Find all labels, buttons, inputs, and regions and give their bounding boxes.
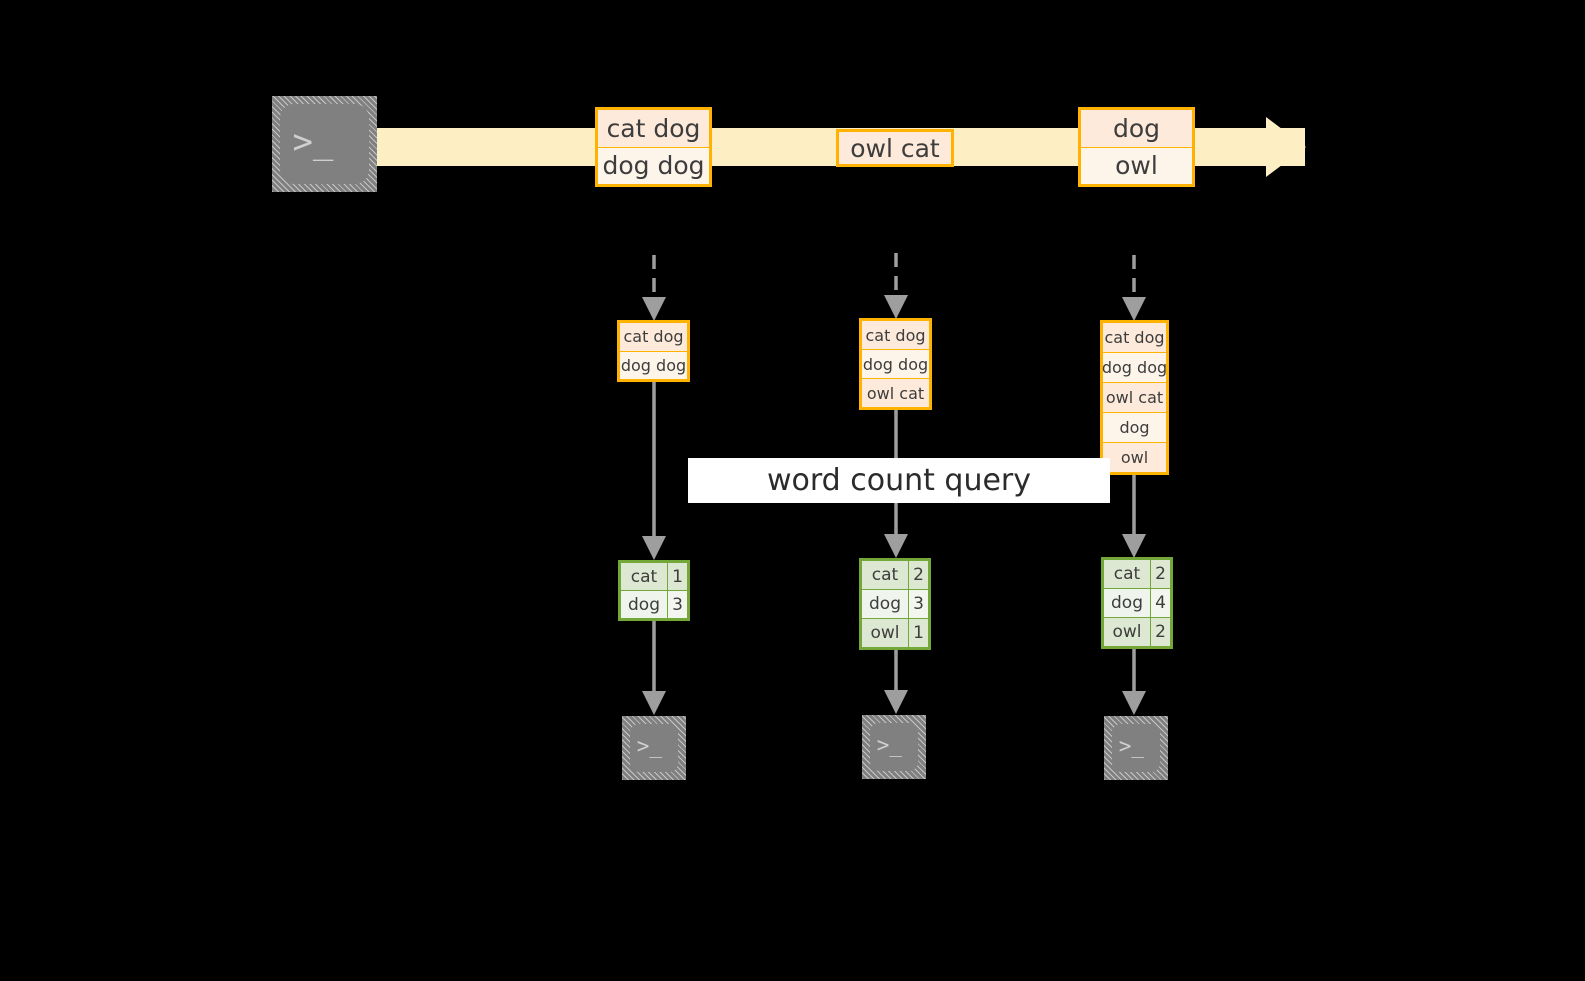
terminal-prompt-glyph: >_	[636, 733, 663, 758]
snapshot-3-count-table[interactable]: cat 2 dog 4 owl 2	[1101, 557, 1173, 649]
stream-record-line: owl cat	[839, 132, 951, 164]
count-row: cat 1	[621, 563, 687, 590]
count-value: 2	[1150, 618, 1170, 646]
count-word: dog	[862, 590, 908, 618]
snapshot-input-line: owl	[1103, 442, 1166, 472]
snapshot-2-count-table[interactable]: cat 2 dog 3 owl 1	[859, 558, 931, 650]
count-value: 2	[908, 561, 928, 589]
query-label-text: word count query	[766, 463, 1032, 498]
terminal-prompt-glyph: >_	[876, 732, 903, 757]
snapshot-input-line: cat dog	[1103, 323, 1166, 352]
query-label: word count query	[688, 458, 1110, 503]
snapshot-input-line: dog dog	[620, 350, 687, 379]
snapshot-input-line: dog	[1103, 412, 1166, 442]
snapshot-input-line: cat dog	[862, 321, 929, 349]
snapshot-1-sink-connector	[642, 621, 666, 715]
stream-record-group-1[interactable]: cat dog dog dog	[595, 107, 712, 187]
snapshot-input-line: dog dog	[862, 349, 929, 378]
sink-terminal-body: >_	[630, 724, 678, 772]
count-row: owl 2	[1104, 617, 1170, 646]
snapshot-3-sink-terminal-icon[interactable]: >_	[1104, 716, 1168, 780]
snapshot-3-query-connector	[1122, 475, 1146, 558]
snapshot-3-input-box[interactable]: cat dog dog dog owl cat dog owl	[1100, 320, 1169, 475]
snapshot-2-stream-connector	[884, 253, 908, 319]
source-terminal-body: >_	[280, 104, 369, 184]
snapshot-2-sink-connector	[884, 650, 908, 714]
count-value: 3	[908, 590, 928, 618]
stream-record-line: dog dog	[598, 146, 709, 184]
stream-record-line: owl	[1081, 146, 1192, 184]
count-value: 1	[908, 619, 928, 647]
count-value: 1	[667, 563, 687, 590]
count-row: dog 3	[862, 589, 928, 618]
stream-record-group-3[interactable]: dog owl	[1078, 107, 1195, 187]
sink-terminal-body: >_	[870, 723, 918, 771]
snapshot-input-line: owl cat	[862, 378, 929, 407]
count-word: cat	[621, 563, 667, 590]
snapshot-1-input-box[interactable]: cat dog dog dog	[617, 320, 690, 382]
snapshot-input-line: dog dog	[1102, 352, 1167, 382]
stream-record-line: dog	[1081, 110, 1192, 147]
count-word: dog	[621, 591, 667, 618]
snapshot-3-stream-connector	[1122, 255, 1146, 321]
time-axis-arrow-head	[1266, 117, 1306, 177]
count-word: cat	[1104, 560, 1150, 588]
count-row: dog 3	[621, 590, 687, 618]
count-row: cat 2	[1104, 560, 1170, 588]
count-word: owl	[1104, 618, 1150, 646]
sink-terminal-body: >_	[1112, 724, 1160, 772]
stream-record-group-2[interactable]: owl cat	[836, 129, 954, 167]
count-word: cat	[862, 561, 908, 589]
snapshot-1-sink-terminal-icon[interactable]: >_	[622, 716, 686, 780]
count-word: dog	[1104, 589, 1150, 617]
count-value: 3	[667, 591, 687, 618]
count-row: owl 1	[862, 618, 928, 647]
snapshot-input-line: cat dog	[620, 323, 687, 351]
terminal-prompt-glyph: >_	[292, 121, 334, 162]
snapshot-input-line: owl cat	[1103, 382, 1166, 412]
count-row: cat 2	[862, 561, 928, 589]
count-value: 2	[1150, 560, 1170, 588]
source-terminal-icon[interactable]: >_	[272, 96, 377, 192]
count-word: owl	[862, 619, 908, 647]
count-row: dog 4	[1104, 588, 1170, 617]
snapshot-1-count-table[interactable]: cat 1 dog 3	[618, 560, 690, 621]
terminal-prompt-glyph: >_	[1118, 733, 1145, 758]
count-value: 4	[1150, 589, 1170, 617]
snapshot-2-sink-terminal-icon[interactable]: >_	[862, 715, 926, 779]
snapshot-1-query-connector	[642, 382, 666, 560]
snapshot-1-stream-connector	[642, 255, 666, 321]
snapshot-2-input-box[interactable]: cat dog dog dog owl cat	[859, 318, 932, 410]
stream-record-line: cat dog	[598, 110, 709, 147]
snapshot-3-sink-connector	[1122, 649, 1146, 715]
